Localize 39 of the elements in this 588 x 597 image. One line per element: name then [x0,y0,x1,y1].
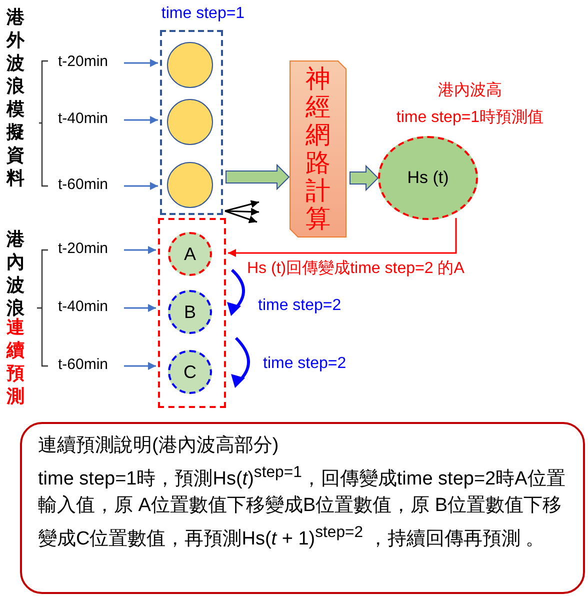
side-heading: 連續預測 [6,317,25,408]
dashed-group-box [158,218,226,408]
arrow [228,218,457,257]
output-ellipse: Hs (t) [378,136,478,220]
block-arrow [350,164,379,192]
time-lag-label: t-60min [58,176,122,196]
side-heading: 港外波浪模擬資料 [6,6,25,190]
input-circle: C [168,350,212,394]
arrow [124,116,158,124]
edge-label: Hs (t)回傳變成time step=2 的A [246,258,466,279]
arrow [224,210,258,224]
arrow [124,59,158,67]
node-label: time step=1時預測值 [395,108,545,128]
box-heading: time step=1 [160,5,246,23]
arrow [124,304,156,312]
step-label: time step=2 [258,297,342,315]
time-lag-label: t-20min [58,240,122,260]
time-lag-label: t-40min [58,110,122,130]
arrow [224,208,260,216]
process-label: 神經網路計算 [304,65,332,233]
arrow [124,362,156,370]
arrow [124,182,158,190]
time-lag-label: t-40min [58,298,122,318]
arrow [124,246,156,254]
time-lag-label: t-20min [58,53,122,73]
note-text: time step=1時，預測Hs(t)$^{step=1}$，回傳變成time step=2時A位置輸入值，原 A位置數值下移變成B位置數值，原 B位置數值下移變成C位置數值，再預測Hs(t + 1)$^{step=2}$ ，持續回傳再預測 。 [38,463,566,552]
step-label: time step=2 [263,355,346,373]
arrow [224,200,260,212]
input-circle [167,42,213,88]
note-text: 連續預測說明(港內波高部分) [38,434,280,458]
node-label: 港內波高 [437,80,503,101]
input-circle: B [168,290,212,334]
input-circle [167,99,213,145]
block-arrow [226,164,290,190]
input-circle [167,162,213,208]
side-heading: 港內波浪 [6,228,25,318]
note-box [20,422,585,594]
time-lag-label: t-60min [58,356,122,376]
input-circle: A [168,232,212,276]
